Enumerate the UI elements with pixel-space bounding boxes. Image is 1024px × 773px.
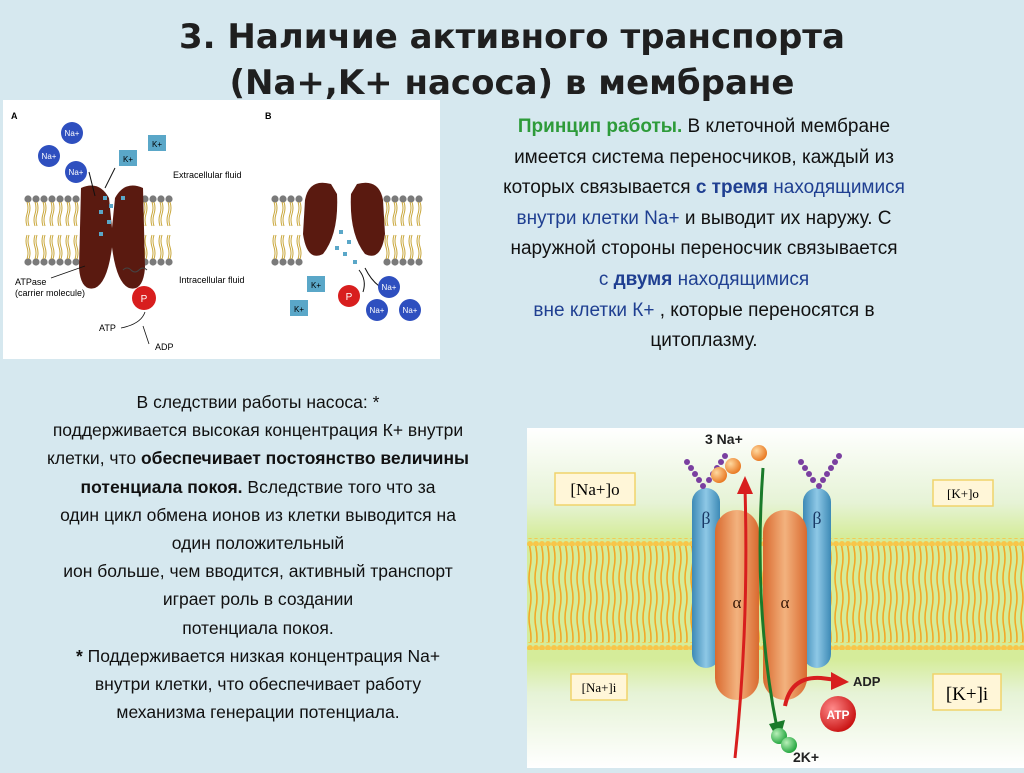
arrow-in-b [358,269,365,293]
consequence-text: В следствии работы насоса: * поддерживае… [47,392,469,723]
svg-text:K+: K+ [311,281,321,290]
k-ion: K+ [119,150,137,166]
atpase-sublabel: (carrier molecule) [15,288,85,298]
adp-arrow-a [142,325,150,345]
atp-hydrolysis-arrow [783,675,838,707]
svg-text:K+: K+ [152,140,162,149]
emphasis-two: двумя [613,268,673,290]
k-in-box: [K+]i [932,673,1002,711]
svg-text:[K+]o: [K+]o [947,486,979,501]
svg-text:[Na+]i: [Na+]i [582,680,617,695]
title-line-1: 3. Наличие активного транспорта [179,17,845,57]
svg-text:Na+: Na+ [69,168,84,177]
phosphate-ball: P [132,286,156,310]
arrow-out [88,171,96,197]
svg-text:Na+: Na+ [42,152,57,161]
beta-label-left: β [701,508,710,528]
two-k-label: 2K+ [793,749,819,765]
channel-ions-a [99,196,125,236]
arrow-out-b [364,267,380,287]
alpha-subunit-right [763,510,807,700]
principle-line: внутри клетки Na+ и выводит их наружу. С [516,207,892,229]
alpha-subunit-left [715,510,759,700]
principle-heading: Принцип работы. [517,116,683,137]
na-out-box: [Na+]o [554,472,636,506]
principle-line: с двумя находящимися [598,268,810,290]
na-ion: Na+ [366,299,388,321]
svg-text:P: P [141,294,148,305]
na-efflux-arrow [733,487,748,759]
title-line-2: (Na+,K+ насоса) в мембране [229,63,795,103]
svg-text:K+: K+ [123,155,133,164]
phosphate-link [122,267,148,273]
svg-text:Na+: Na+ [403,306,418,315]
na-in-box: [Na+]i [570,673,628,701]
principle-line: которых связывается с тремя находящимися [503,177,905,199]
principle-line: цитоплазму. [650,330,758,352]
arrow-in [104,167,116,189]
beta-subunit-left [692,488,720,668]
na-ion: Na+ [65,161,87,183]
slide-title: 3. Наличие активного транспорта (Na+,K+ … [0,14,1024,106]
principle-line: вне клетки К+ , которые переносятся в [533,299,875,321]
principle-line: наружной стороны переносчик связывается [510,238,898,260]
beta-label-right: β [812,508,821,528]
k-influx-arrow [758,467,779,729]
glycan-chain-right [798,453,842,489]
pump-diagram-a: A B Na+ Na [3,100,440,359]
atp-hydrolysis-arrowhead [831,672,849,690]
carrier-right-half-b [350,182,385,256]
svg-text:K+: K+ [294,305,304,314]
na-efflux-arrowhead [737,476,753,494]
pump-diagram-a-svg: A B Na+ Na [11,111,424,352]
svg-text:Na+: Na+ [382,283,397,292]
svg-text:Na+: Na+ [370,306,385,315]
atp-arrow-a [120,311,146,329]
adp-label-b: ADP [853,674,881,689]
k-ion: K+ [307,276,325,292]
principle-line: имеется система переносчиков, каждый из [514,146,894,168]
carrier-right-half-a [111,185,145,289]
pump-diagram-b-svg: β β α α 3 Na+ 2K+ ATP ADP [527,428,1024,768]
panel-label-a: A [11,111,18,121]
extracellular-label: Extracellular fluid [173,170,242,180]
k-ion: K+ [290,300,308,316]
atp-label-a: ATP [99,323,116,333]
phosphate-ball-b: P [338,285,360,307]
svg-text:ATP: ATP [826,708,849,722]
na-ion: Na+ [38,145,60,167]
na-ion: Na+ [61,122,83,144]
svg-text:Na+: Na+ [65,129,80,138]
panel-label-b: B [265,111,272,121]
atp-molecule: ATP [820,696,856,732]
k-out-box: [K+]o [932,479,994,507]
carrier-left-half-a [79,185,113,289]
principle-text: Принцип работы. В клеточной мембране име… [444,112,964,357]
adp-label-a: ADP [155,342,174,352]
atpase-label: ATPase [15,277,46,287]
pump-diagram-b: β β α α 3 Na+ 2K+ ATP ADP [527,428,1024,768]
three-na-label: 3 Na+ [705,431,743,447]
svg-text:P: P [346,292,353,303]
channel-ions-b [335,230,357,264]
alpha-label-right: α [781,593,790,612]
principle-line: Принцип работы. В клеточной мембране [517,116,891,137]
beta-subunit-right [803,488,831,668]
carrier-left-half-b [303,182,338,256]
na-ions-out [711,445,767,483]
svg-text:[K+]i: [K+]i [946,684,988,705]
atpase-pointer [50,265,86,279]
intracellular-label: Intracellular fluid [179,275,245,285]
na-ion: Na+ [378,276,400,298]
alpha-label-left: α [733,593,742,612]
k-ion: K+ [148,135,166,151]
k-ions-in [771,728,797,753]
na-ion: Na+ [399,299,421,321]
emphasis-three: с тремя [695,177,769,199]
svg-text:[Na+]o: [Na+]o [570,480,619,499]
